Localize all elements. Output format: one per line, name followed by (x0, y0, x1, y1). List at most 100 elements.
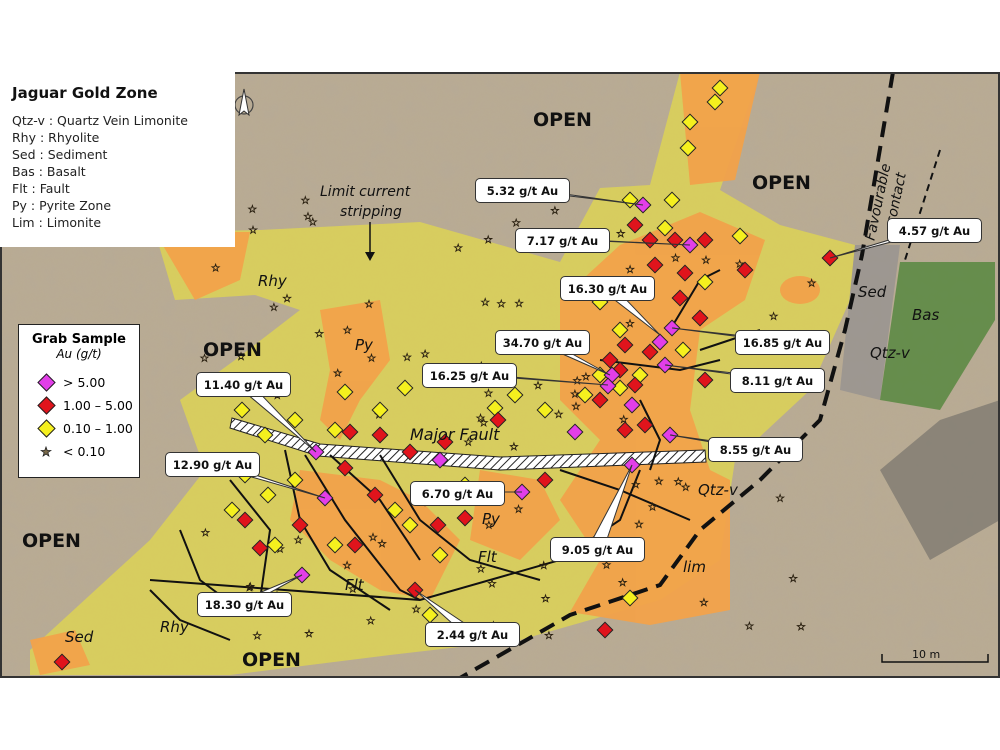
sample-star (365, 615, 376, 626)
abbreviation-item: Sed : Sediment (12, 147, 108, 162)
pyrite-label: Py (482, 510, 501, 528)
samples-diamonds (53, 79, 839, 671)
sample-yellow-diamond (256, 426, 274, 444)
legend-item: < 0.10 (19, 440, 139, 463)
abbreviation-item: Qtz-v : Quartz Vein Limonite (12, 113, 188, 128)
sample-star (670, 252, 681, 263)
grade-callout: 8.11 g/t Au (730, 368, 825, 393)
sample-red-diamond (436, 433, 454, 451)
abbreviation-list: Qtz-v : Quartz Vein Limonite Rhy : Rhyol… (12, 112, 235, 231)
sample-yellow-diamond (421, 606, 439, 624)
grade-callout: 18.30 g/t Au (197, 592, 292, 617)
sample-red-diamond (696, 371, 714, 389)
sample-star (580, 371, 591, 381)
sample-red-diamond (591, 391, 609, 409)
sample-star (364, 298, 374, 309)
sample-red-diamond (601, 351, 619, 369)
sample-yellow-diamond (336, 383, 354, 401)
sample-star (625, 318, 635, 328)
sample-star (533, 380, 543, 390)
abbreviation-item: Lim : Limonite (12, 215, 102, 230)
sample-red-diamond (456, 509, 474, 527)
sample-magenta-diamond (651, 333, 669, 351)
sample-red-diamond (53, 653, 71, 671)
sample-red-diamond (616, 421, 634, 439)
sample-star (368, 532, 378, 542)
sample-star (377, 538, 388, 548)
quartz-vein-label: Qtz-v (698, 481, 739, 499)
sample-yellow-diamond (576, 386, 594, 404)
sample-star (248, 224, 259, 235)
sample-star (511, 217, 522, 228)
sample-star (402, 352, 412, 362)
rhyolite-label: Rhy (160, 618, 190, 636)
sample-star (630, 479, 641, 489)
sample-star (210, 262, 221, 273)
sample-red-diamond (236, 511, 254, 529)
grab-sample-legend: Grab Sample Au (g/t) > 5.00 1.00 – 5.00 … (18, 324, 140, 478)
sediment-label: Sed (65, 628, 94, 646)
sample-yellow-diamond (431, 546, 449, 564)
sample-star (411, 604, 422, 614)
limit-stripping-label: stripping (340, 204, 402, 220)
sample-star (487, 578, 497, 589)
sample-red-diamond (596, 621, 614, 639)
grade-callout: 4.57 g/t Au (887, 218, 982, 243)
sample-red-diamond (646, 256, 664, 274)
sample-star (268, 302, 279, 312)
sample-star (480, 297, 491, 307)
grade-callout: 2.44 g/t Au (425, 622, 520, 647)
sample-star (680, 482, 691, 492)
sample-star (540, 593, 551, 603)
sample-red-diamond (691, 309, 709, 327)
fault-label: Flt (345, 576, 365, 594)
basalt-label: Bas (912, 306, 939, 324)
sample-star (601, 559, 612, 570)
favourable-contact-line (459, 72, 895, 678)
sample-yellow-diamond (611, 379, 629, 397)
sample-star (247, 203, 258, 214)
grade-callout: 16.30 g/t Au (560, 276, 655, 301)
sample-yellow-diamond (706, 93, 724, 111)
sample-red-diamond (401, 443, 419, 461)
sample-star (293, 534, 304, 545)
sample-yellow-diamond (371, 401, 389, 419)
sample-star (806, 277, 817, 288)
sample-red-diamond (676, 264, 694, 282)
sample-star (475, 563, 486, 574)
sample-yellow-diamond (674, 341, 692, 359)
sample-star (768, 311, 779, 321)
sample-red-diamond (429, 516, 447, 534)
legend-item: 1.00 – 5.00 (19, 394, 139, 417)
compass-north-arrow (234, 88, 254, 117)
sediment-label: Sed (858, 283, 887, 301)
limonite-label: lim (683, 558, 706, 576)
sample-star (788, 573, 799, 583)
sample-yellow-diamond (536, 401, 554, 419)
sample-star (700, 254, 711, 265)
sample-yellow-diamond (223, 501, 241, 519)
sample-star (463, 436, 474, 447)
sample-red-diamond (641, 343, 659, 361)
pyrite-label: Py (355, 336, 374, 354)
open-label: OPEN (242, 649, 301, 671)
sample-magenta-diamond (431, 451, 449, 469)
sample-yellow-diamond (731, 227, 749, 245)
sample-yellow-diamond (656, 219, 674, 237)
sample-yellow-diamond (679, 139, 697, 157)
sample-star (634, 519, 644, 529)
quartz-vein-label: Qtz-v (870, 344, 911, 362)
sample-yellow-diamond (611, 321, 629, 339)
sample-star (483, 388, 494, 398)
sample-star (618, 414, 629, 424)
grade-callout: 6.70 g/t Au (410, 481, 505, 506)
sample-star (514, 298, 525, 308)
legend-title: Grab Sample (32, 332, 126, 347)
sample-magenta-diamond (566, 423, 584, 441)
open-label: OPEN (533, 109, 592, 131)
sample-star (744, 620, 755, 631)
sample-star (200, 527, 211, 537)
dark-pit-area (880, 400, 1000, 560)
fault-label: Flt (478, 548, 498, 566)
sample-yellow-diamond (286, 411, 304, 429)
